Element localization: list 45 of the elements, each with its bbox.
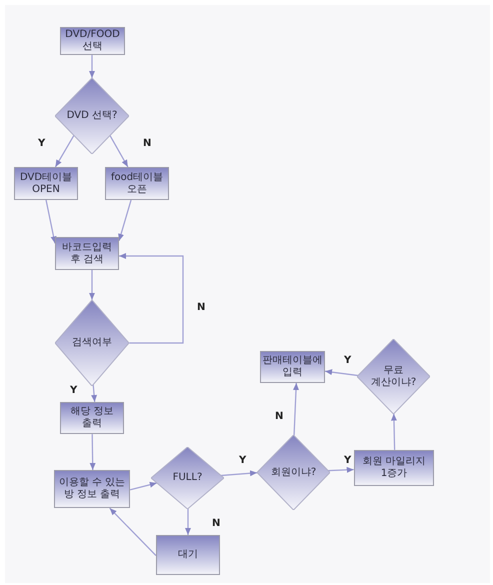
- arrow: [118, 200, 132, 241]
- process-box: [54, 470, 130, 508]
- decision-diamond: [357, 339, 430, 414]
- arrow: [185, 508, 191, 535]
- node-text: 무료 계산이냐?: [370, 364, 418, 388]
- node-text: 이용할 수 있는 방 정보 출력: [58, 477, 126, 501]
- process-box: [55, 237, 119, 270]
- node-text: 회원 마일리지 1증가: [361, 456, 427, 480]
- arrow: [89, 270, 95, 300]
- decision-diamond: [151, 447, 224, 509]
- arrow: [91, 384, 98, 402]
- process-box: [105, 167, 169, 200]
- node-text: DVD테이블 OPEN: [18, 172, 74, 196]
- node-text: DVD/FOOD 선택: [64, 29, 121, 53]
- node-text: 바코드입력 후 검색: [61, 242, 113, 266]
- arrow: [54, 135, 74, 168]
- node-text: food테이블 오픈: [110, 172, 164, 196]
- node-text: 판매테이블에 입력: [262, 355, 324, 379]
- process-box: [60, 402, 124, 434]
- arrow: [130, 482, 157, 490]
- process-box: [14, 167, 78, 200]
- process-box: [354, 450, 434, 486]
- arrow: [325, 369, 358, 376]
- node-text: 검색여부: [72, 337, 112, 349]
- arrow: [110, 135, 128, 168]
- decision-diamond: [55, 78, 129, 154]
- node-text: FULL?: [172, 472, 202, 484]
- arrow: [293, 383, 299, 436]
- arrow: [90, 434, 96, 470]
- arrow: [45, 200, 57, 244]
- process-box: [156, 535, 220, 575]
- decision-diamond: [55, 300, 129, 386]
- node-text: 회원이냐?: [270, 466, 316, 478]
- arrow: [119, 253, 184, 344]
- node-text: DVD 선택?: [66, 110, 118, 122]
- edge-label: Y: [343, 455, 352, 467]
- decision-diamond: [257, 435, 330, 510]
- node-text: 대기: [178, 549, 198, 561]
- arrow: [221, 470, 258, 476]
- arrow: [89, 55, 95, 78]
- arrow: [390, 414, 397, 450]
- node-text: 해당 정보 출력: [69, 406, 115, 430]
- arrow: [109, 508, 156, 556]
- process-box: [60, 27, 125, 55]
- arrow: [328, 466, 354, 473]
